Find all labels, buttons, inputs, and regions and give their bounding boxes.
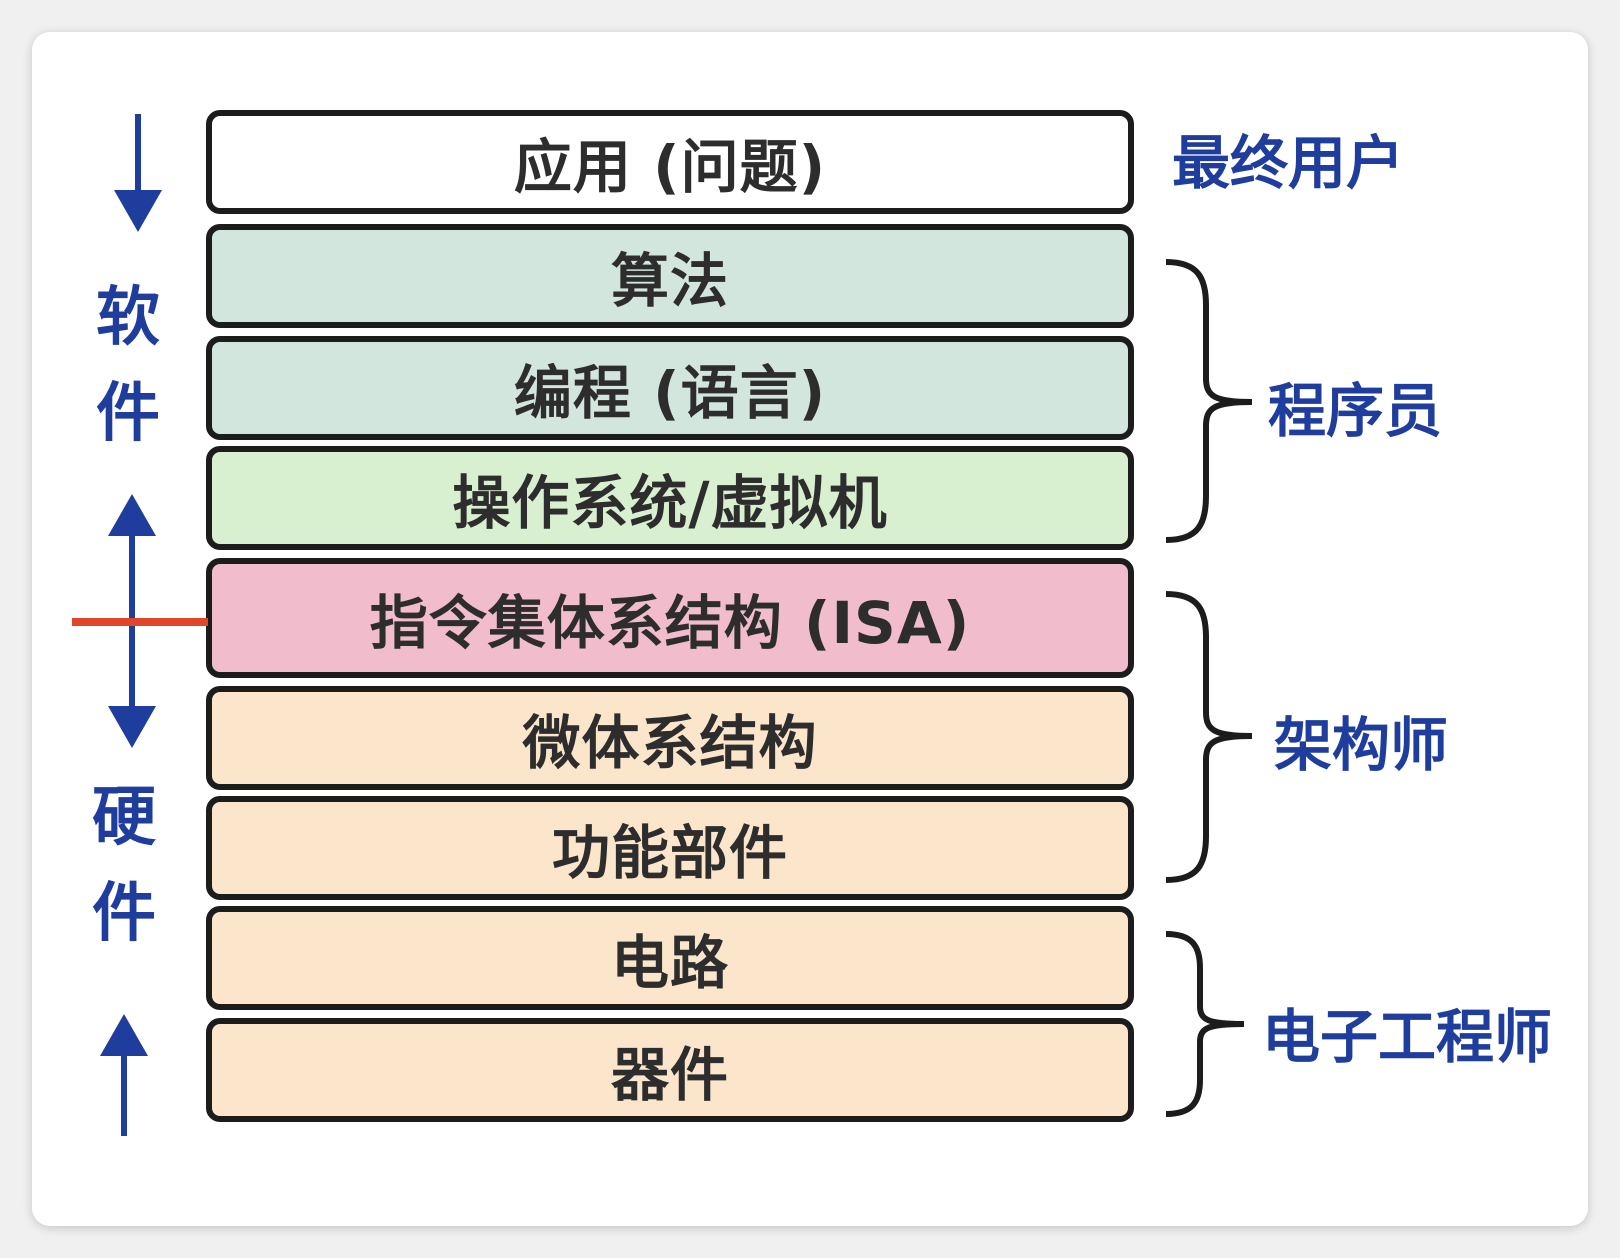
- layer-label: 编程 (语言): [513, 359, 827, 427]
- layer-isa: 指令集体系结构 (ISA): [206, 558, 1134, 678]
- layer-label: 操作系统/虚拟机: [452, 469, 888, 537]
- layer-functional-units: 功能部件: [206, 796, 1134, 900]
- software-char-1: 软: [96, 281, 160, 355]
- role-architect: 架构师: [1274, 711, 1449, 779]
- programmer-brace-icon: [1165, 259, 1253, 543]
- software-char-2: 件: [96, 377, 160, 451]
- hardware-char-1: 硬: [92, 781, 156, 855]
- layer-application: 应用 (问题): [206, 110, 1134, 214]
- hardware-char-2: 件: [92, 877, 156, 951]
- hardware-label: 硬 件: [84, 770, 164, 962]
- layer-os-vm: 操作系统/虚拟机: [206, 446, 1134, 550]
- layer-label: 指令集体系结构 (ISA): [369, 589, 971, 657]
- architect-brace-icon: [1165, 591, 1253, 883]
- layer-programming-language: 编程 (语言): [206, 336, 1134, 440]
- layer-microarchitecture: 微体系结构: [206, 686, 1134, 790]
- role-programmer: 程序员: [1268, 377, 1443, 445]
- layer-label: 电路: [610, 929, 729, 997]
- role-electronic-engineer: 电子工程师: [1262, 1003, 1553, 1071]
- layer-devices: 器件: [206, 1018, 1134, 1122]
- layer-algorithm: 算法: [206, 224, 1134, 328]
- layer-label: 算法: [610, 247, 729, 315]
- engineer-brace-icon: [1165, 931, 1245, 1117]
- layer-label: 微体系结构: [522, 709, 818, 777]
- software-label: 软 件: [88, 270, 168, 462]
- role-end-user: 最终用户: [1172, 129, 1405, 197]
- layer-label: 应用 (问题): [513, 133, 827, 201]
- layer-label: 器件: [610, 1041, 729, 1109]
- layer-label: 功能部件: [551, 819, 788, 887]
- layer-circuits: 电路: [206, 906, 1134, 1010]
